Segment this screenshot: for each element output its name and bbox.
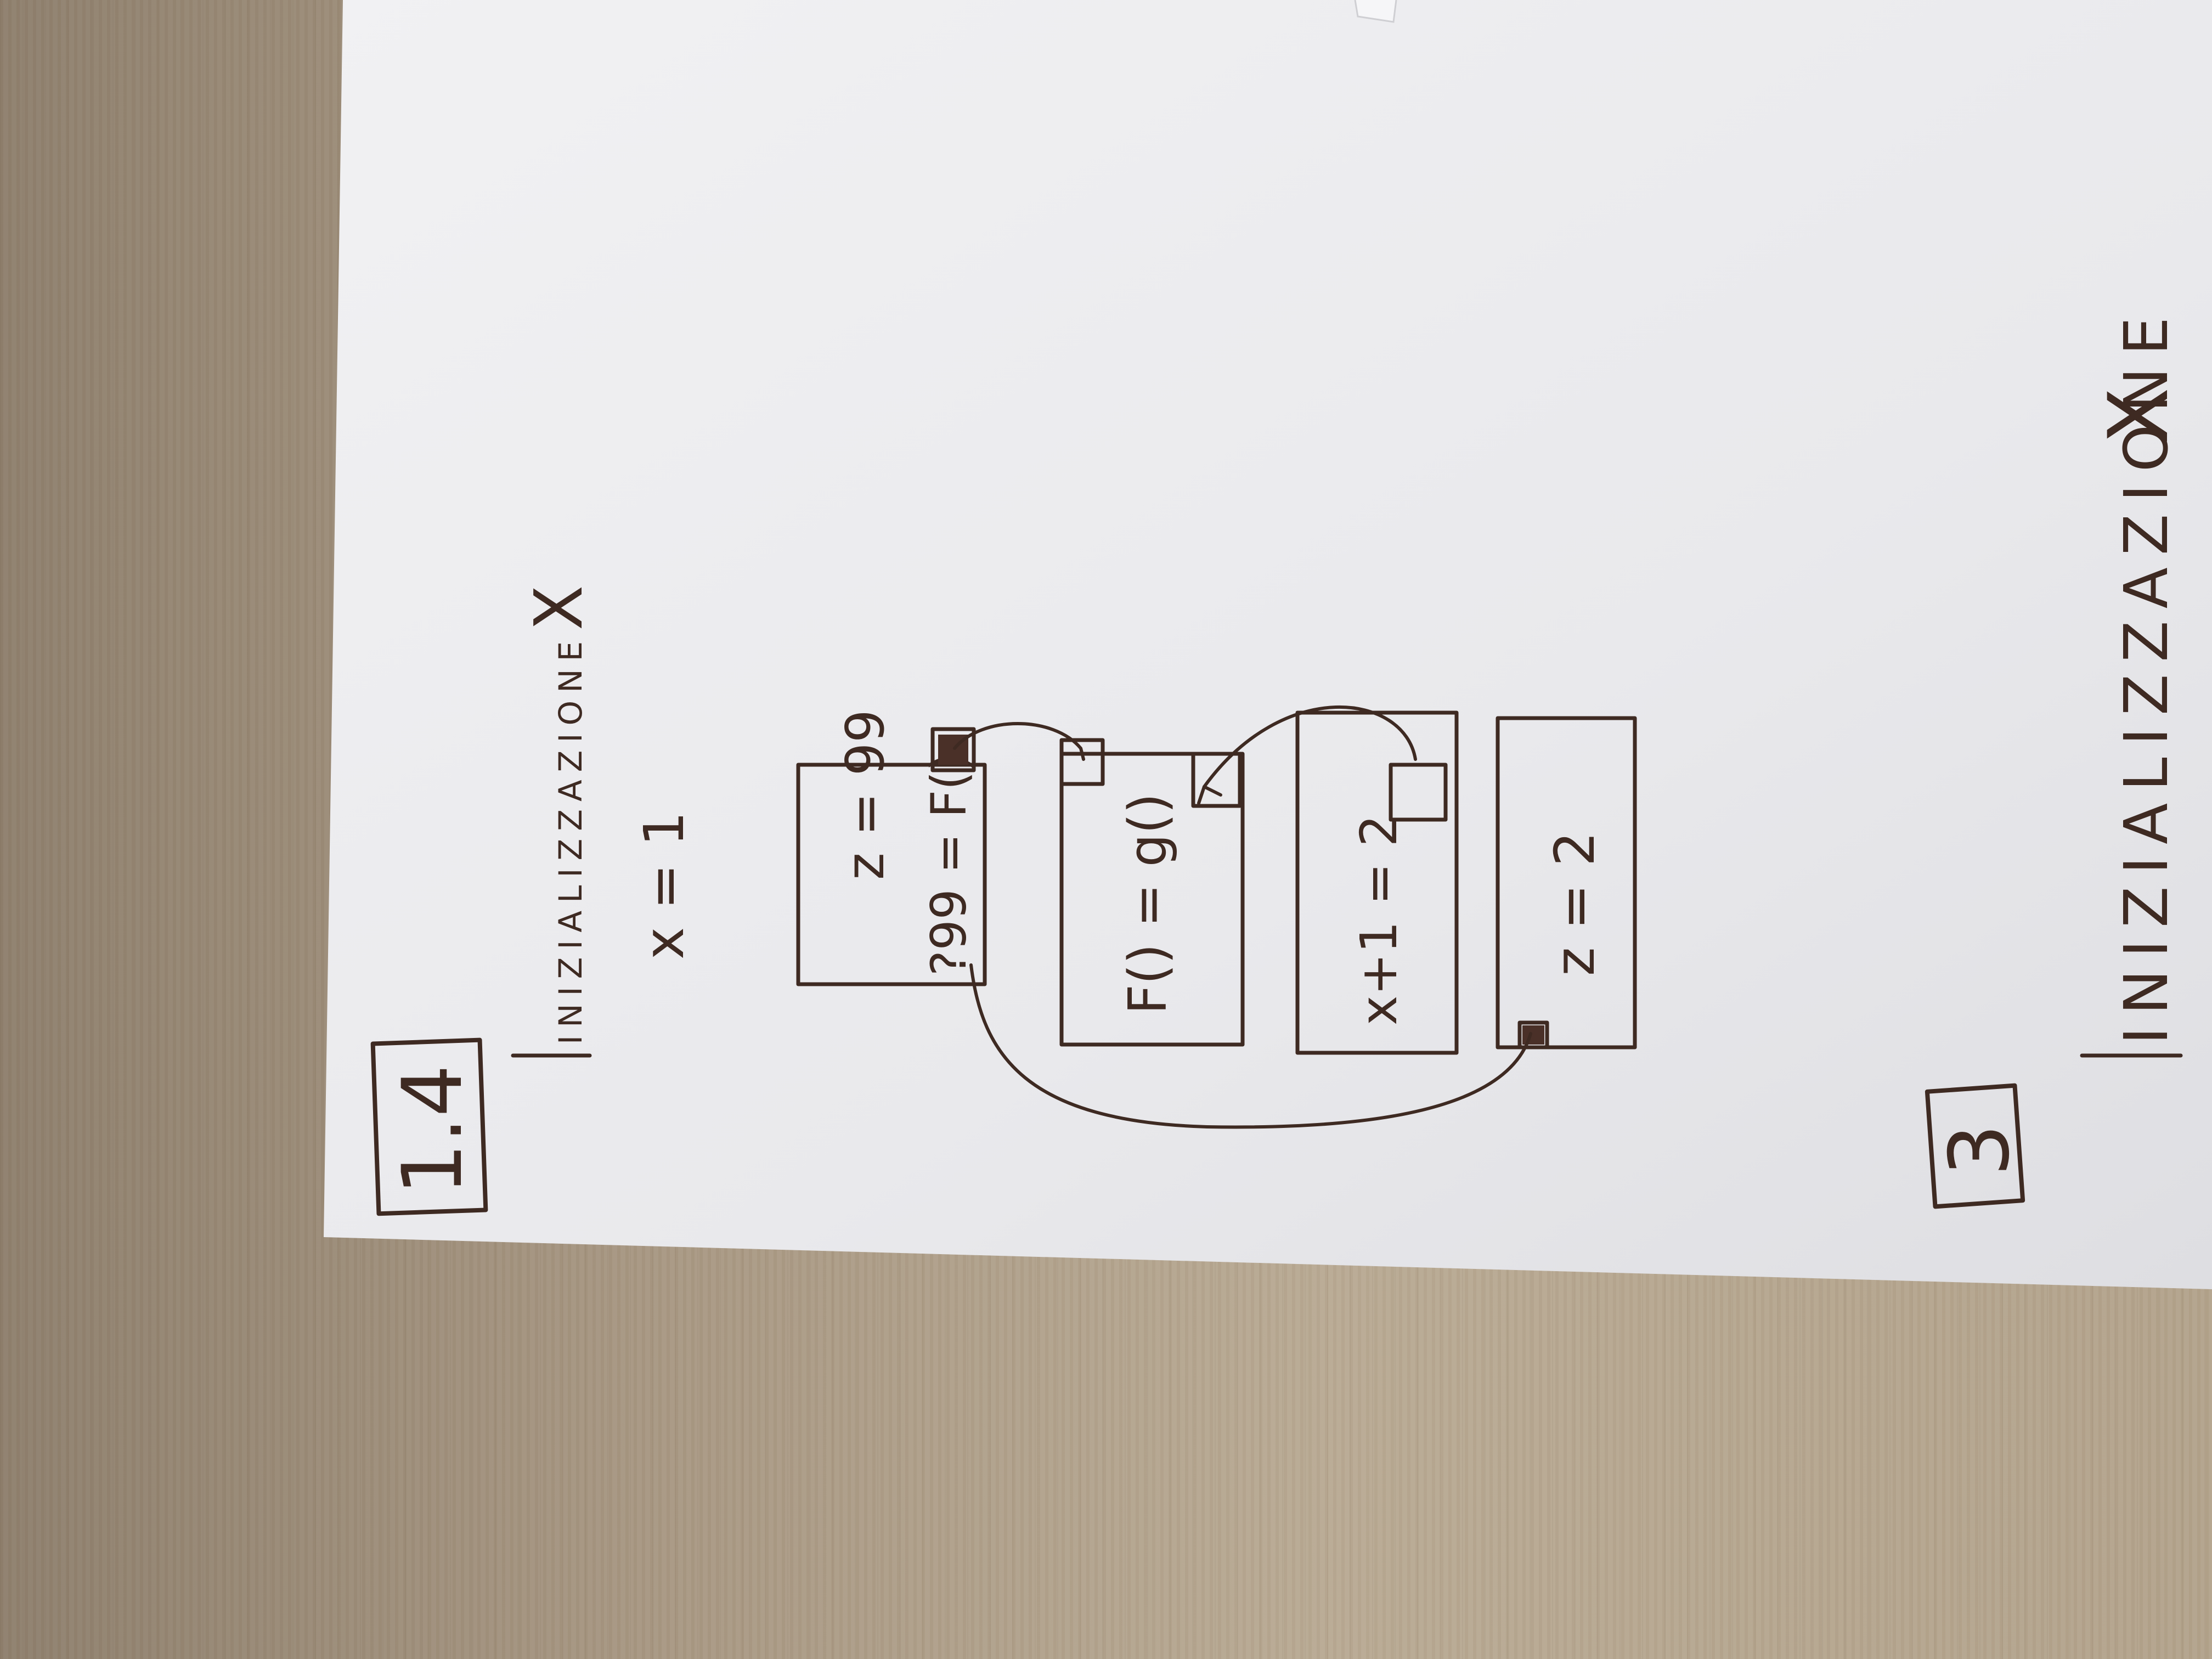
heading-mark: X [521, 585, 597, 630]
handwriting-layer: 1.4 INIZIALIZZAZIONE X x = 1 z = 99 ?99 … [370, 305, 2187, 1216]
section-3-heading-text: INIZIALIZZAZIONE [2111, 305, 2181, 1045]
stack-frame-1: z = 99 ?99 = F() [796, 709, 987, 986]
frame-1-line-2: ?99 = F() [921, 752, 977, 976]
frame-2-line-1: F() = g() [1118, 793, 1178, 1014]
frame-1-line-1: z = 99 [836, 709, 896, 880]
return-arrow-head [1197, 785, 1222, 805]
stack-frame-2: F() = g() [1059, 738, 1245, 1047]
call-arrow-2 [1203, 705, 1417, 788]
paper-sheet [324, 0, 2212, 1289]
section-number: 1.4 [385, 1064, 481, 1195]
stack-frame-4: z = 2 [1496, 716, 1637, 1049]
assignment-text: x = 1 [632, 811, 696, 960]
frame-2-return-slot-b [1191, 752, 1242, 808]
paper-corner [1354, 0, 1397, 23]
section-3-number-box [1925, 1083, 2025, 1209]
section-3-number: 3 [1932, 1124, 2028, 1176]
frame-2-return-slot-a [1059, 738, 1105, 786]
frame-4-line-1: z = 2 [1543, 832, 1607, 976]
frame-3-return-slot [1389, 763, 1448, 822]
heading-text: INIZIALIZZAZIONE [552, 634, 589, 1045]
frame-1-return-slot [930, 727, 976, 772]
return-arrow-long [969, 963, 1532, 1129]
section-number-box [370, 1037, 488, 1216]
frame-4-slot [1517, 1020, 1549, 1049]
frame-3-line-1: x+1 = 2 [1350, 815, 1408, 1025]
section-3-heading-mark: X [2091, 387, 2187, 444]
call-arrow-1 [953, 722, 1085, 761]
